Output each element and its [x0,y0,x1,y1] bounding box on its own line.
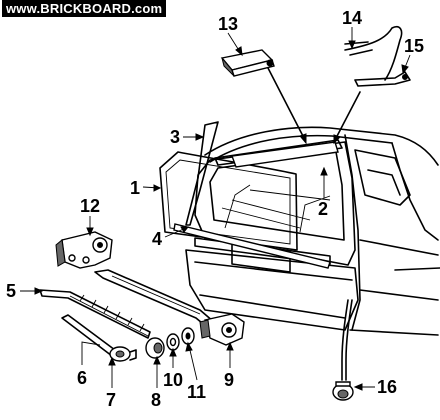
part-5-wiper-blade [39,289,151,339]
callout-14: 14 [342,8,362,28]
wiper-arm [94,269,215,329]
part-3-molding [185,121,219,226]
callout-12: 12 [80,196,100,216]
callout-13: 13 [218,14,238,34]
part-6-wiper-arm [61,314,116,357]
vehicle-body [185,126,440,336]
callout-8: 8 [151,390,161,410]
callout-7: 7 [106,390,116,410]
callout-5: 5 [6,281,16,301]
part-12-wiper-motor [55,231,113,269]
part-2-spoiler [231,141,339,168]
part-11-bushing [181,327,195,345]
callout-3: 3 [170,127,180,147]
leader-lines [20,27,411,391]
part-9-pivot [199,313,245,346]
callout-4: 4 [152,229,162,249]
part-7-cap [109,346,137,362]
callout-11: 11 [187,382,206,402]
callout-6: 6 [77,368,87,388]
callout-2: 2 [318,199,328,219]
part-16-washer-pump [332,299,354,401]
part-14-washer-hose [344,25,403,81]
callout-9: 9 [224,370,234,390]
part-13-high-mount-lamp [220,49,275,77]
part-4-lower-molding [173,223,331,269]
callouts: 1 2 3 4 5 6 7 8 9 10 11 12 13 14 15 16 [6,8,424,410]
part-8-grommet [145,337,165,359]
callout-10: 10 [163,370,183,390]
callout-1: 1 [130,178,140,198]
watermark: www.BRICKBOARD.com [2,0,167,17]
part-15-washer-nozzle [354,71,411,87]
callout-16: 16 [377,377,397,397]
part-1-liftgate-glass [159,151,298,251]
callout-15: 15 [404,36,424,56]
part-10-nut [166,333,180,351]
